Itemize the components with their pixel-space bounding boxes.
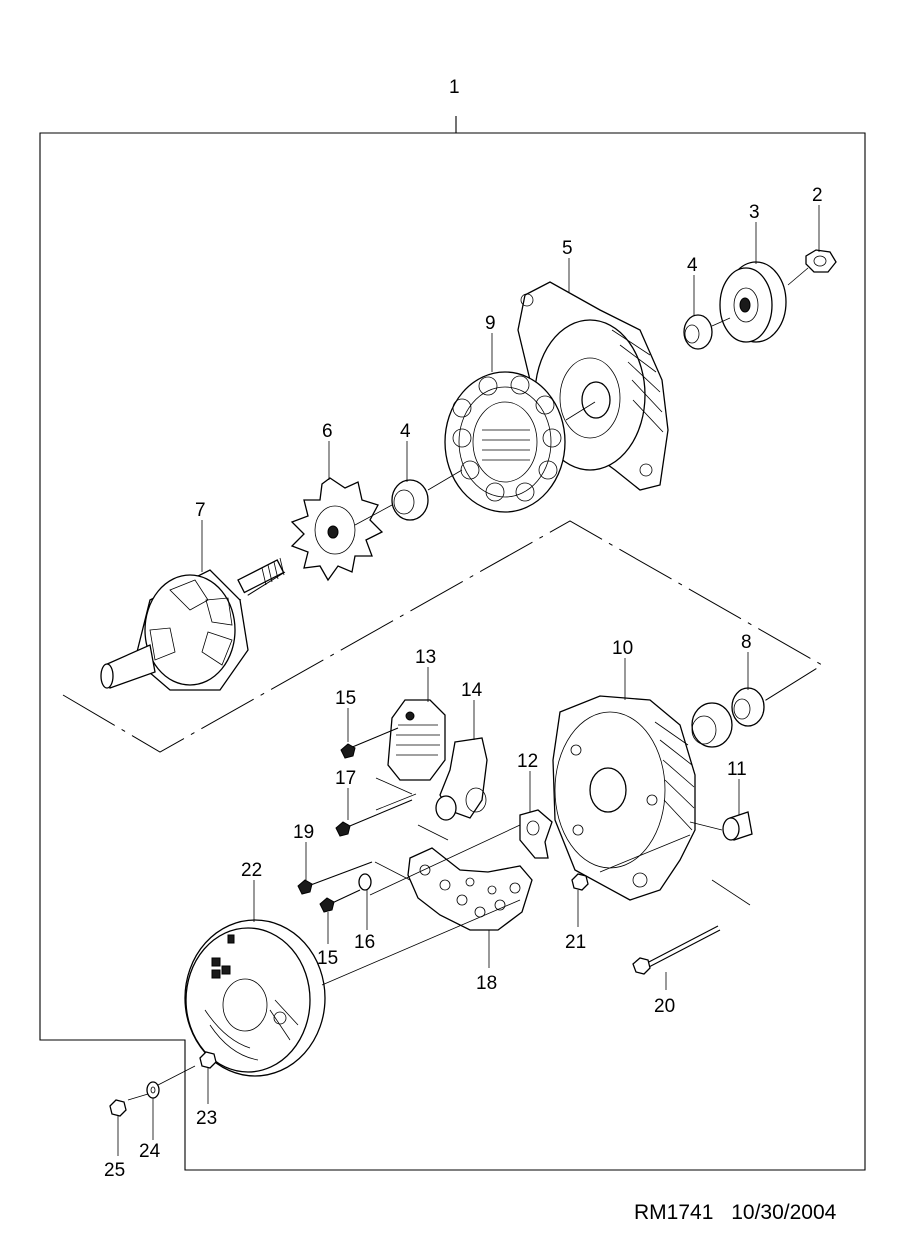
part-7-rotor	[100, 557, 285, 691]
callout-24: 24	[139, 1141, 161, 1162]
callout-21: 21	[565, 932, 586, 953]
callout-12: 12	[517, 751, 538, 772]
callout-7: 7	[195, 500, 206, 521]
callout-16: 16	[354, 932, 375, 953]
part-13-voltage-regulator	[387, 699, 446, 781]
drawing-date: 10/30/2004	[731, 1201, 837, 1224]
part-20-through-bolt	[632, 925, 721, 975]
callout-3: 3	[749, 202, 760, 223]
callout-19: 19	[293, 822, 314, 843]
part-6-fan	[290, 477, 384, 582]
callout-14: 14	[461, 680, 483, 701]
part-16-washer	[358, 873, 372, 891]
part-17-screw	[335, 799, 413, 837]
callout-8: 8	[741, 632, 752, 653]
callout-2: 2	[812, 185, 823, 206]
part-24-washer	[146, 1081, 160, 1099]
part-11-bushing	[722, 811, 753, 841]
part-25-nut	[109, 1099, 127, 1117]
part-18-rectifier	[407, 847, 533, 931]
callout-10: 10	[612, 638, 633, 659]
part-23-nut	[199, 1051, 217, 1069]
drawing-footer: RM1741 10/30/2004	[634, 1201, 836, 1225]
callout-4-upper: 4	[687, 255, 698, 276]
part-8-bearing-sleeve	[691, 702, 733, 748]
callout-6: 6	[322, 421, 333, 442]
callout-13: 13	[415, 647, 436, 668]
part-2-pulley-nut	[805, 249, 837, 273]
leader-lines	[117, 205, 820, 1156]
callout-9: 9	[485, 313, 496, 334]
callout-18: 18	[476, 973, 497, 994]
callout-17: 17	[335, 768, 356, 789]
part-22-rear-cover	[184, 919, 326, 1077]
callout-11: 11	[727, 759, 747, 780]
part-4-spacer-upper	[683, 314, 713, 350]
callout-5: 5	[562, 238, 573, 259]
part-19-screw	[297, 861, 373, 895]
callout-22: 22	[241, 860, 262, 881]
part-4-bearing-lower	[391, 479, 429, 521]
callout-20: 20	[654, 996, 675, 1017]
part-10-slip-ring-housing	[552, 695, 696, 901]
part-14-brush-holder	[435, 737, 488, 821]
part-8-rear-bearing	[731, 687, 765, 727]
part-9-stator	[444, 371, 566, 513]
drawing-code: RM1741	[634, 1201, 714, 1224]
callout-15-lower: 15	[317, 948, 338, 969]
assembly-axis-lines	[127, 267, 809, 1101]
callout-25: 25	[104, 1160, 125, 1181]
part-3-pulley	[719, 261, 787, 343]
callout-1: 1	[449, 77, 460, 98]
part-15-screw-upper	[340, 727, 399, 759]
callout-15-upper: 15	[335, 688, 356, 709]
callout-4-lower: 4	[400, 421, 411, 442]
part-12-insulating-plate	[519, 809, 553, 859]
callout-labels: 1 2 3 4 5 9 4 6 7 8 10 13 14 15 12 11 17…	[104, 77, 823, 1181]
part-15-screw-lower	[319, 889, 361, 913]
assembly-bracket-frame	[39, 116, 866, 1171]
callout-23: 23	[196, 1108, 217, 1129]
part-21-nut	[571, 873, 589, 891]
